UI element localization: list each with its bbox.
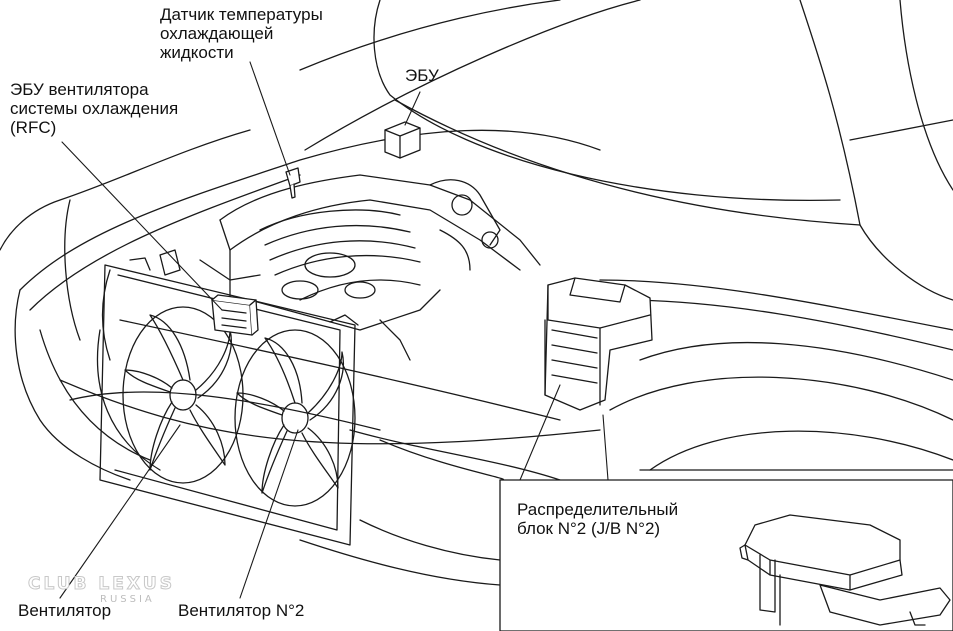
- label-fan: Вентилятор: [18, 601, 112, 620]
- leader-lines: [59, 61, 609, 599]
- rfc-ecu-module: [211, 294, 259, 336]
- car-body: [0, 0, 953, 586]
- watermark-subtitle: RUSSIA: [100, 594, 155, 605]
- label-rfc-fan-ecu: ЭБУ вентилятора системы охлаждения (RFC): [10, 80, 179, 137]
- label-fan-2: Вентилятор N°2: [178, 601, 305, 620]
- label-ecu: ЭБУ: [405, 66, 439, 85]
- label-junction-block: Распределительный блок N°2 (J/B N°2): [517, 500, 679, 538]
- engine: [159, 174, 541, 361]
- inset-junction-block: [739, 514, 951, 626]
- ecu-box: [384, 121, 421, 159]
- label-coolant-temperature-sensor: Датчик температуры охлаждающей жидкости: [160, 5, 323, 62]
- fan-right: [234, 329, 356, 507]
- junction-block-part: [544, 277, 653, 411]
- watermark-logo: CLUB LEXUS: [28, 574, 175, 595]
- coolant-sensor-part: [285, 167, 301, 199]
- fan-left: [122, 306, 244, 484]
